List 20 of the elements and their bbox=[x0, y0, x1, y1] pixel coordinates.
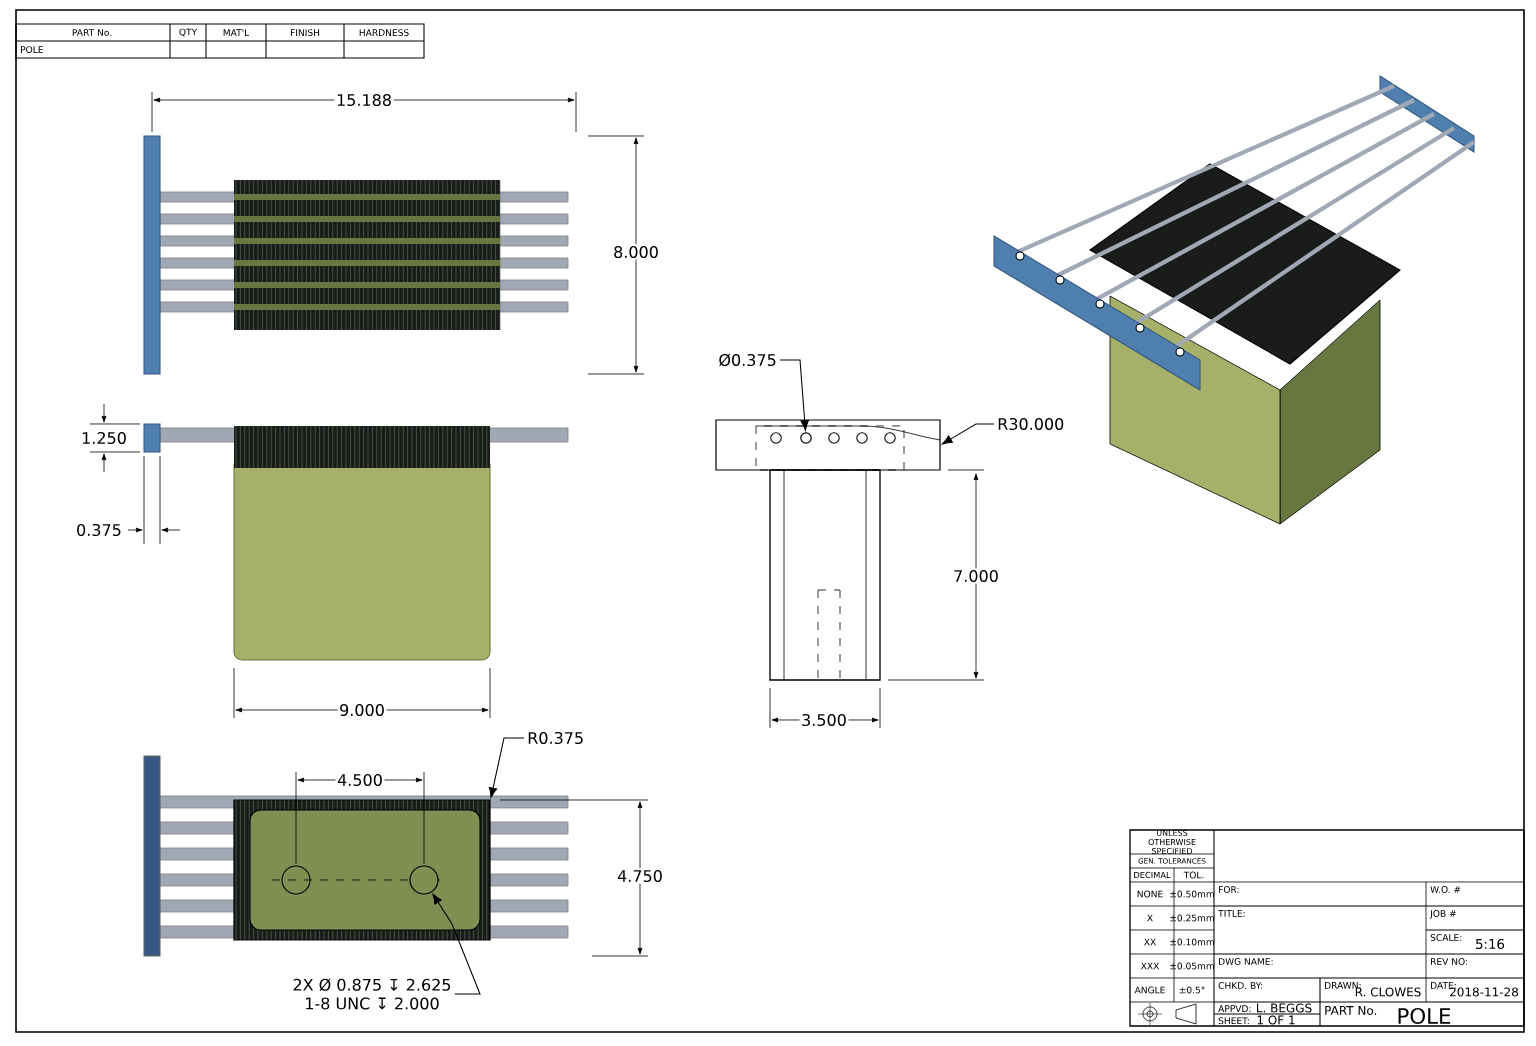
callout-text: R30.000 bbox=[994, 415, 1067, 433]
leader-line bbox=[488, 737, 525, 798]
hole-circle bbox=[409, 865, 439, 895]
dimension-text: 8.000 bbox=[611, 244, 661, 260]
callout-text: Ø0.375 bbox=[715, 350, 780, 369]
leader-line bbox=[779, 359, 809, 431]
dimension-text: 9.000 bbox=[337, 702, 387, 718]
field-value: POLE bbox=[1398, 1007, 1451, 1025]
dimension-text: 0.375 bbox=[74, 522, 124, 538]
dimension-text: 4.750 bbox=[615, 868, 665, 884]
dimension-text: 4.500 bbox=[335, 772, 385, 788]
callout-text: 2X Ø 0.875 ↧ 2.625 1-8 UNC ↧ 2.000 bbox=[289, 975, 455, 1013]
callout-text: R0.375 bbox=[524, 729, 587, 747]
plate-outline bbox=[715, 419, 941, 471]
dimension-text: 1.250 bbox=[79, 430, 129, 446]
leader-line bbox=[432, 893, 481, 995]
leader-line bbox=[941, 423, 995, 445]
dimension-text: 7.000 bbox=[951, 568, 1001, 584]
dimension-text: 3.500 bbox=[799, 712, 849, 728]
dimension-text: 15.188 bbox=[334, 92, 394, 108]
